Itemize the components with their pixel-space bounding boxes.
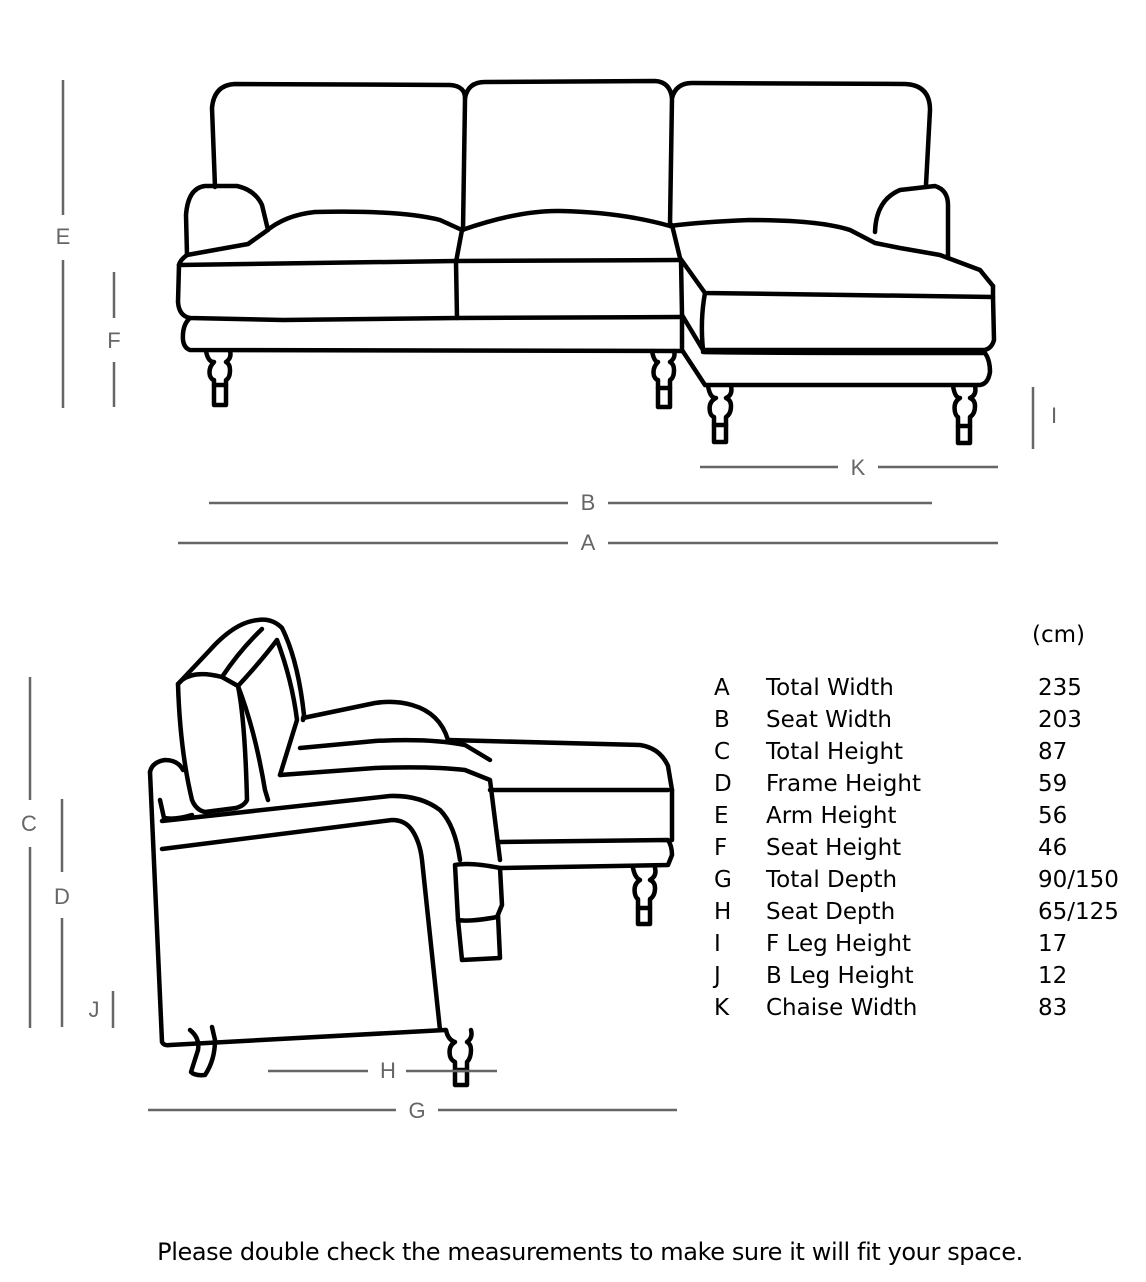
dimension-label-e: E [55, 224, 71, 249]
front-view-sofa-drawing [175, 78, 997, 446]
row-name: Seat Height [766, 835, 902, 861]
row-key: J [714, 963, 721, 989]
row-name: Chaise Width [766, 995, 918, 1021]
row-name: F Leg Height [766, 931, 912, 957]
footer-note: Please double check the measurements to … [157, 1238, 1023, 1266]
row-key: B [714, 707, 730, 733]
row-name: B Leg Height [766, 963, 914, 989]
row-value: 46 [1038, 835, 1068, 861]
dimension-label-d: D [54, 884, 70, 909]
row-name: Seat Depth [766, 899, 896, 925]
row-value: 59 [1038, 771, 1068, 797]
row-value: 12 [1038, 963, 1068, 989]
row-key: F [714, 835, 728, 861]
row-value: 203 [1038, 707, 1082, 733]
row-name: Total Depth [766, 867, 898, 893]
dimension-label-k: K [850, 455, 866, 480]
dimension-label-h: H [380, 1058, 396, 1083]
row-key: A [714, 675, 730, 701]
row-key: G [714, 867, 732, 893]
row-name: Seat Width [766, 707, 892, 733]
dimension-label-g: G [408, 1098, 426, 1123]
row-value: 56 [1038, 803, 1068, 829]
dimension-label-b: B [580, 490, 596, 515]
dimension-label-i: I [1050, 403, 1058, 428]
row-key: H [714, 899, 732, 925]
row-key: C [714, 739, 731, 765]
dimension-label-a: A [580, 530, 596, 555]
row-value: 87 [1038, 739, 1068, 765]
row-key: D [714, 771, 732, 797]
dimension-lines [28, 80, 1035, 1112]
row-key: I [714, 931, 721, 957]
dimension-label-j: J [88, 997, 100, 1022]
row-key: E [714, 803, 729, 829]
row-name: Arm Height [766, 803, 897, 829]
row-value: 90/150 [1038, 867, 1119, 893]
row-name: Frame Height [766, 771, 922, 797]
row-name: Total Height [766, 739, 904, 765]
row-key: K [714, 995, 730, 1021]
row-value: 235 [1038, 675, 1082, 701]
dimension-label-f: F [107, 328, 121, 353]
unit-label: (cm) [1032, 622, 1085, 648]
row-value: 17 [1038, 931, 1068, 957]
side-view-sofa-drawing [147, 617, 675, 1088]
row-value: 83 [1038, 995, 1068, 1021]
row-value: 65/125 [1038, 899, 1119, 925]
row-name: Total Width [766, 675, 894, 701]
dimension-label-c: C [21, 811, 37, 836]
